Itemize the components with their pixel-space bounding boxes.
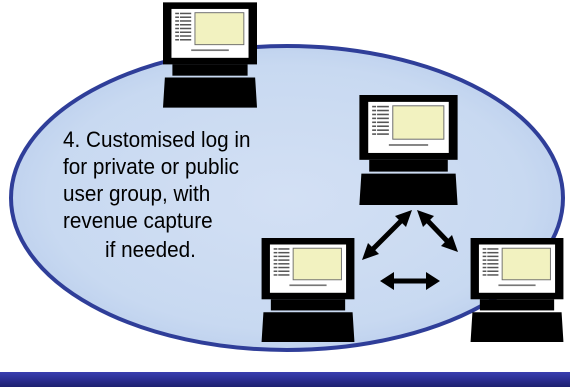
computer-monitor-icon — [261, 238, 355, 342]
caption-line-5: if needed. — [105, 237, 196, 262]
bottom-bar — [0, 372, 570, 387]
double-arrow-horizontal-icon — [380, 272, 440, 290]
caption-line-1: 4. Customised log in — [63, 127, 251, 152]
caption-line-4: revenue capture — [63, 208, 213, 233]
double-arrow-diagonal-icon — [417, 210, 458, 252]
caption-line-3: user group, with — [63, 181, 211, 206]
computer-monitor-icon — [358, 95, 459, 205]
computer-monitor-icon — [163, 2, 257, 108]
caption-line-2: for private or public — [63, 154, 240, 179]
computer-monitor-icon — [470, 238, 564, 342]
double-arrow-diagonal-icon — [362, 210, 412, 260]
